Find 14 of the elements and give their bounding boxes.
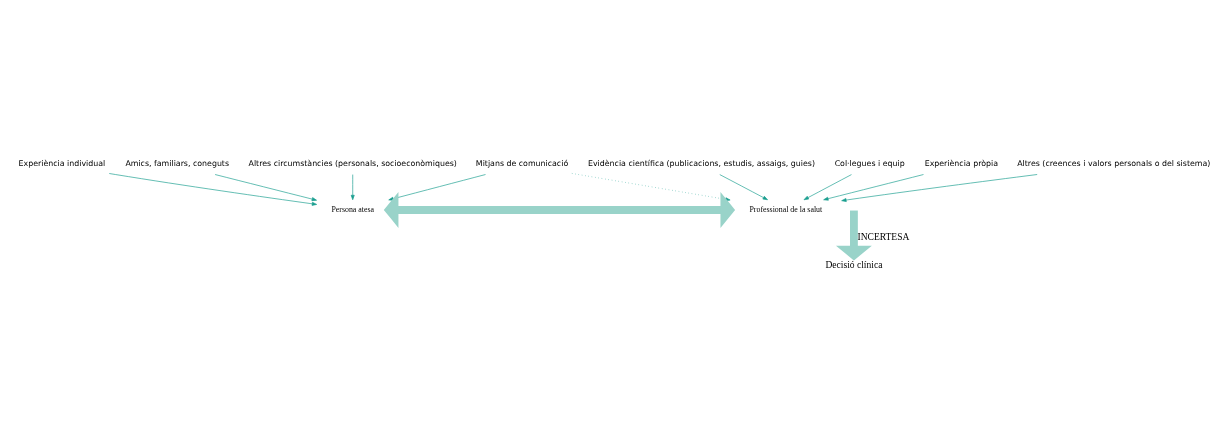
arrow — [350, 174, 355, 201]
arrow — [803, 174, 852, 201]
arrow — [719, 174, 768, 201]
arrow — [841, 174, 1038, 202]
arrow — [388, 174, 486, 201]
arrow — [571, 173, 731, 202]
edge-label: INCERTESA — [857, 231, 910, 243]
node-text: Professional de la salut — [749, 205, 823, 215]
node-text: Decisió clínica — [825, 258, 883, 270]
node-text: Persona atesa — [331, 205, 374, 215]
arrow — [823, 174, 924, 201]
arrow — [383, 192, 736, 228]
arrow — [214, 174, 317, 201]
arrow — [108, 173, 317, 206]
